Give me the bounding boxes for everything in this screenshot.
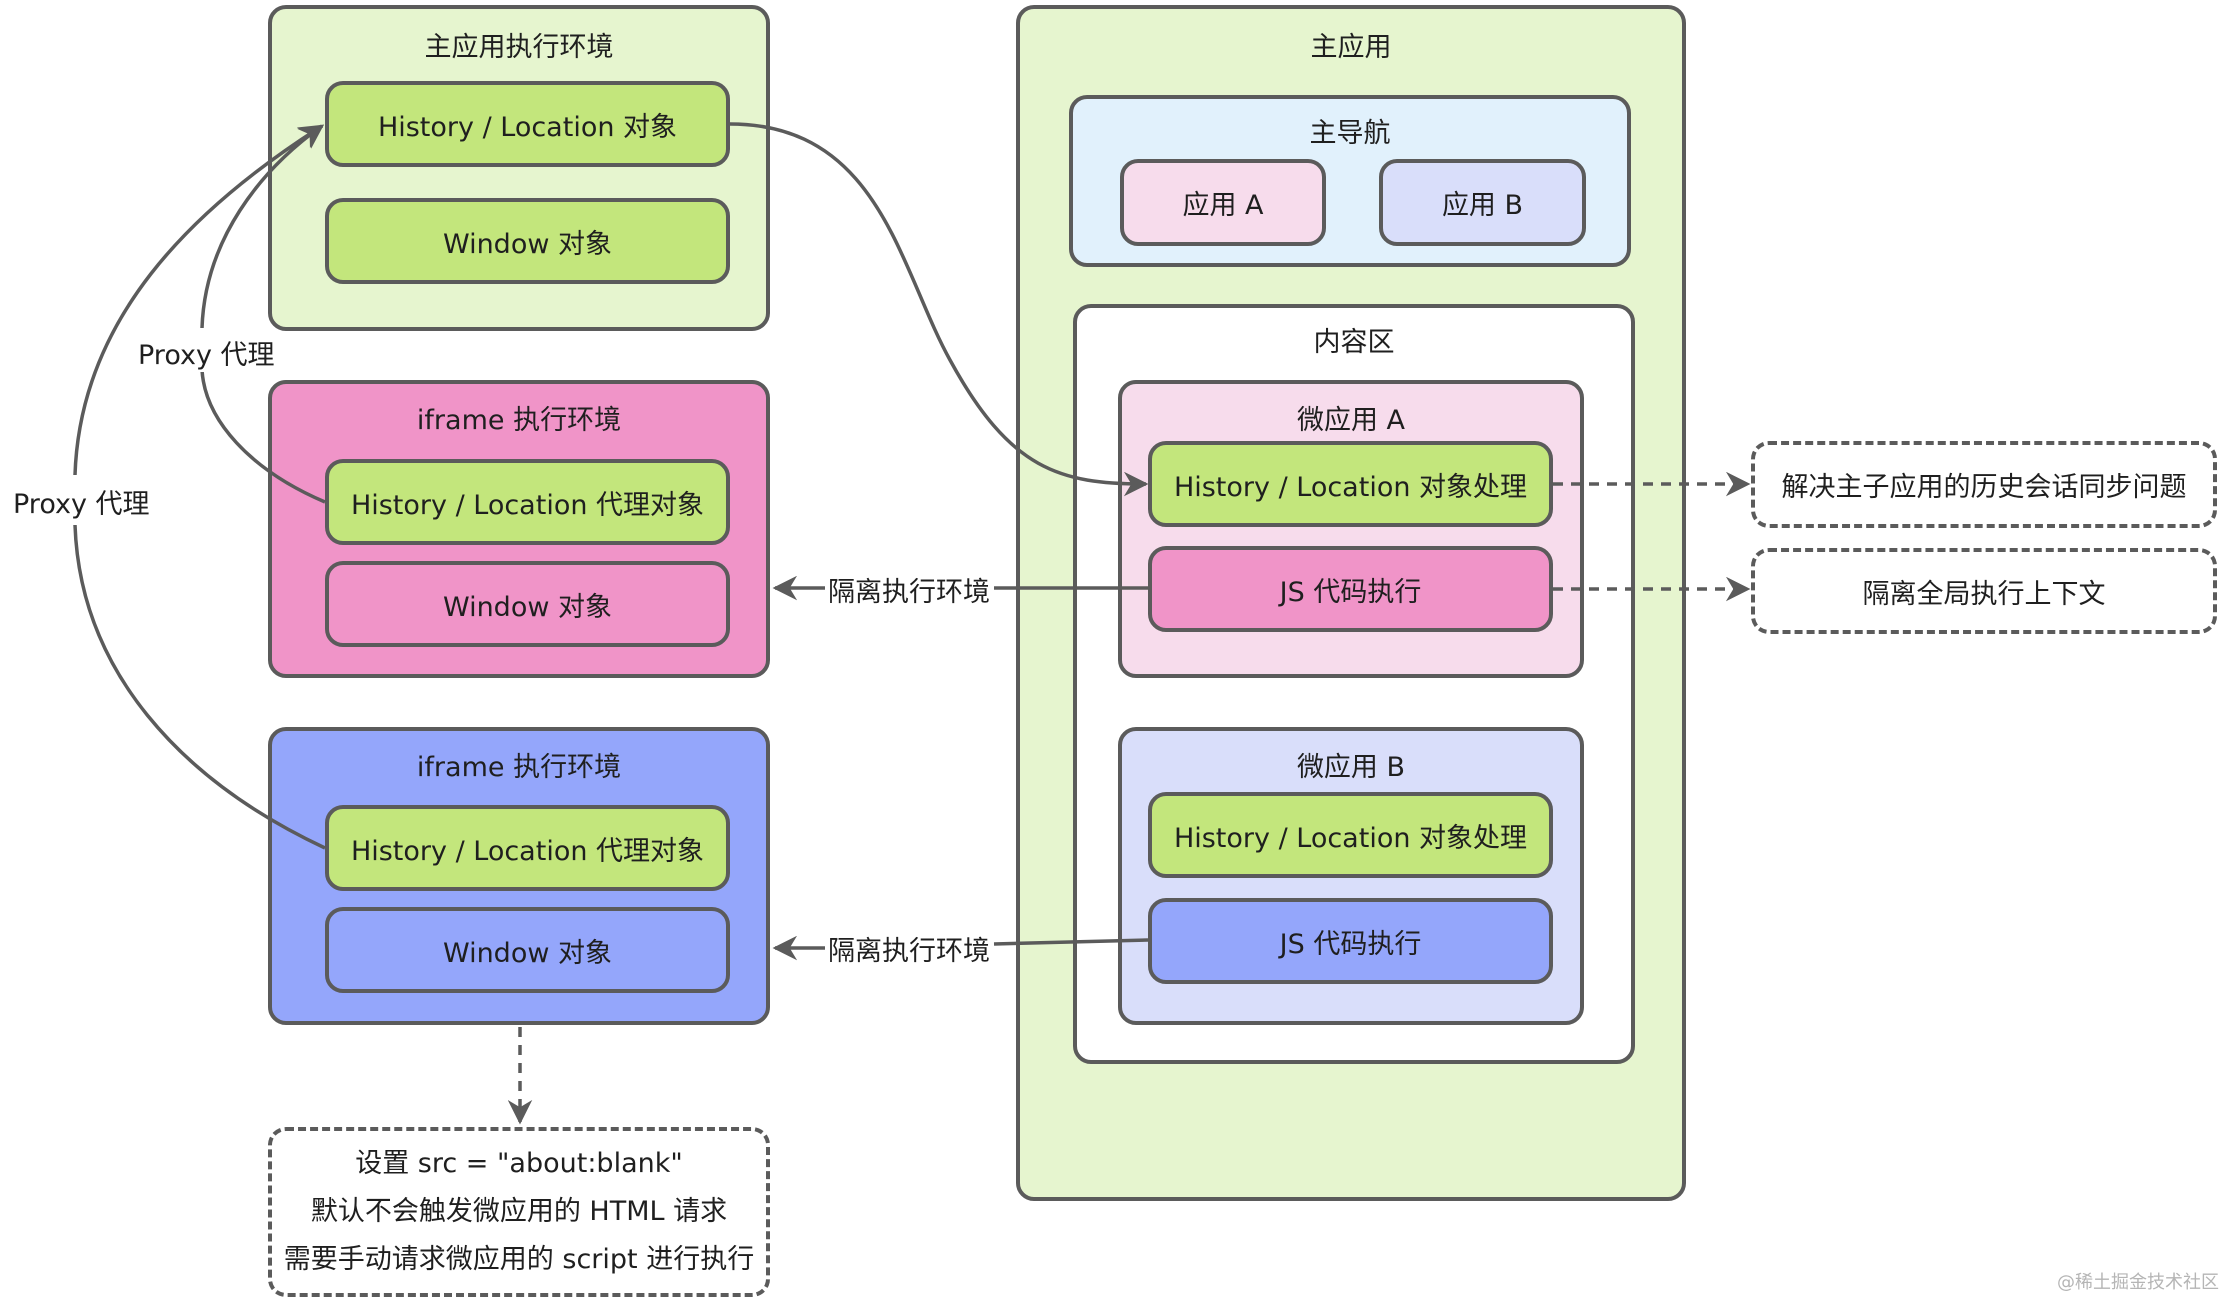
iframe-note-line-2: 默认不会触发微应用的 HTML 请求 [310,1196,728,1227]
micro-b-history-label: History / Location 对象处理 [1173,822,1528,854]
note-history-sync: 解决主子应用的历史会话同步问题 [1751,441,2217,528]
note-history-sync-label: 解决主子应用的历史会话同步问题 [1781,472,2187,503]
micro-app-b-title: 微应用 B [1296,752,1406,783]
micro-b-js-label: JS 代码执行 [1279,928,1422,960]
micro-a-history-label: History / Location 对象处理 [1173,471,1528,503]
watermark: @稀土掘金技术社区 [2057,1272,2219,1293]
micro-b-js-node[interactable]: JS 代码执行 [1148,898,1553,984]
proxy-label-inner: Proxy 代理 [138,333,275,372]
iframe-note-line-3: 需要手动请求微应用的 script 进行执行 [283,1244,755,1275]
nav-app-b-label: 应用 B [1441,190,1524,221]
main-env-window-label: Window 对象 [442,228,613,260]
micro-app-a-container: 微应用 A [1118,380,1584,678]
iframe-note-line-1: 设置 src = "about:blank" [355,1148,683,1179]
iframe-a-history-label: History / Location 代理对象 [350,489,705,521]
iframe-a-window-label: Window 对象 [442,591,613,623]
iframe-b-window-node[interactable]: Window 对象 [325,907,730,993]
proxy-label-outer: Proxy 代理 [13,482,150,521]
nav-app-b-button[interactable]: 应用 B [1379,159,1586,246]
content-area-title: 内容区 [1313,327,1395,358]
iframe-a-title: iframe 执行环境 [416,405,622,436]
isolation-label-b: 隔离执行环境 [828,929,990,968]
iframe-b-history-label: History / Location 代理对象 [350,835,705,867]
iframe-a-history-proxy-node[interactable]: History / Location 代理对象 [325,459,730,545]
iframe-b-window-label: Window 对象 [442,937,613,969]
main-app-title: 主应用 [1310,32,1392,63]
micro-a-js-node[interactable]: JS 代码执行 [1148,546,1553,632]
iframe-b-history-proxy-node[interactable]: History / Location 代理对象 [325,805,730,891]
micro-a-history-node[interactable]: History / Location 对象处理 [1148,441,1553,527]
micro-app-a-title: 微应用 A [1296,405,1406,436]
note-isolate-global-label: 隔离全局执行上下文 [1862,578,2106,610]
iframe-a-window-node[interactable]: Window 对象 [325,561,730,647]
nav-app-a-button[interactable]: 应用 A [1120,159,1326,246]
micro-a-js-label: JS 代码执行 [1279,576,1422,608]
main-env-window-node[interactable]: Window 对象 [325,198,730,284]
iframe-b-title: iframe 执行环境 [416,752,622,783]
note-isolate-global: 隔离全局执行上下文 [1751,548,2217,634]
main-env-history-node[interactable]: History / Location 对象 [325,81,730,167]
iframe-note-box: 设置 src = "about:blank" 默认不会触发微应用的 HTML 请… [268,1127,770,1297]
nav-app-a-label: 应用 A [1182,190,1264,221]
micro-b-history-node[interactable]: History / Location 对象处理 [1148,792,1553,878]
main-env-title: 主应用执行环境 [424,32,614,63]
main-env-history-label: History / Location 对象 [377,111,678,143]
isolation-label-a: 隔离执行环境 [828,570,990,609]
main-nav-title: 主导航 [1309,118,1391,149]
